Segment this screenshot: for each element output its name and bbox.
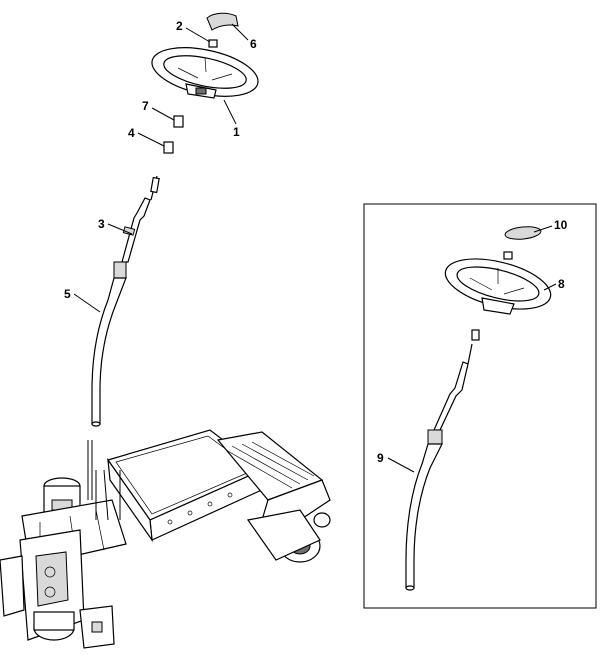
callout-8: 8 [558, 277, 565, 291]
callout-7: 7 [142, 99, 149, 113]
inset-frame [363, 203, 597, 609]
callout-6: 6 [250, 37, 257, 51]
steering-column-tube [91, 277, 127, 427]
callout-1: 1 [233, 125, 240, 139]
callout-2: 2 [176, 19, 183, 33]
callout-3: 3 [98, 217, 105, 231]
steering-shaft [113, 175, 160, 279]
leader-lines [73, 23, 557, 473]
chassis-frame [0, 429, 331, 649]
steering-wheel [151, 47, 259, 99]
steering-cap [206, 12, 239, 31]
lower-shaft [87, 440, 93, 500]
inset-nut [503, 251, 513, 260]
spacer [173, 115, 184, 128]
bushing [163, 141, 174, 154]
callout-9: 9 [377, 451, 384, 465]
inset-steering-wheel [444, 258, 552, 315]
callout-10: 10 [554, 218, 568, 232]
callout-5: 5 [64, 287, 71, 301]
callout-4: 4 [128, 126, 135, 140]
inset-steering-shaft [405, 329, 480, 591]
inset-cap [504, 226, 542, 240]
nut [208, 39, 218, 48]
